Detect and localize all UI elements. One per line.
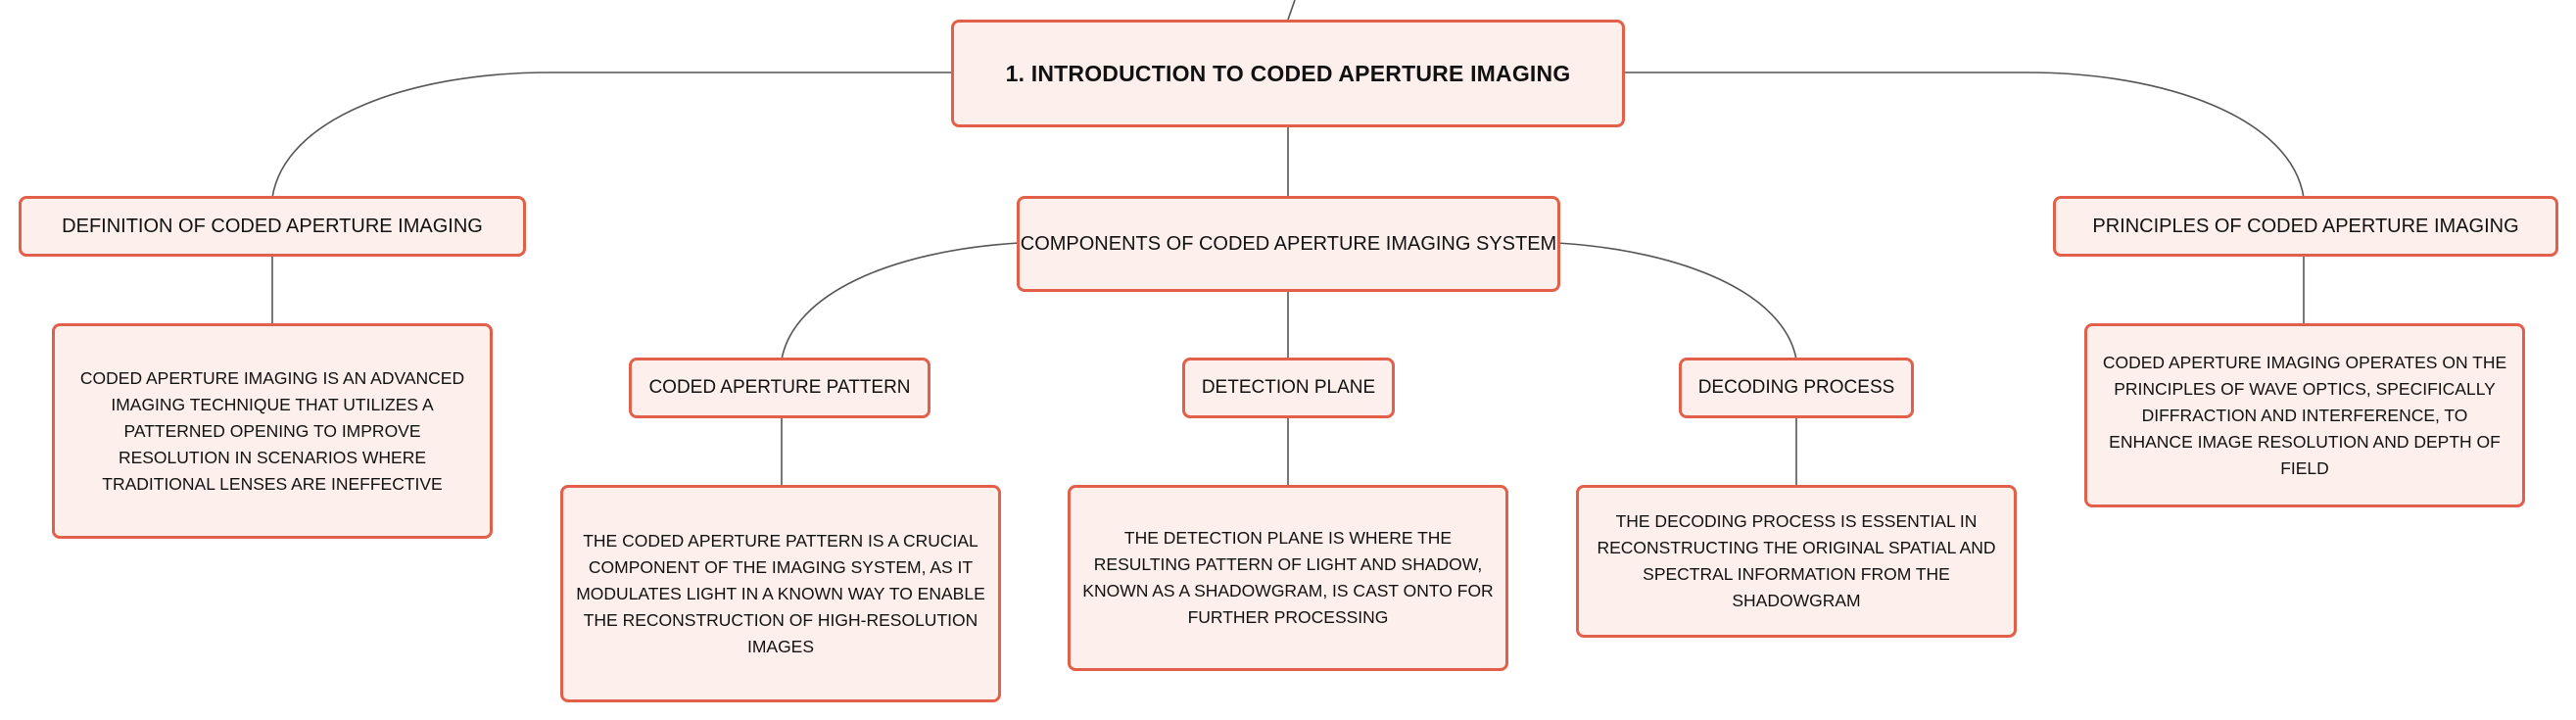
definition-description-node[interactable]: CODED APERTURE IMAGING IS AN ADVANCED IM… (52, 323, 493, 539)
coded-aperture-pattern-description-text: THE CODED APERTURE PATTERN IS A CRUCIAL … (576, 530, 985, 656)
decoding-process-description-text: THE DECODING PROCESS IS ESSENTIAL IN REC… (1597, 511, 1996, 610)
detection-plane-description-text: THE DETECTION PLANE IS WHERE THE RESULTI… (1082, 528, 1494, 627)
root-topic-node[interactable]: 1. INTRODUCTION TO CODED APERTURE IMAGIN… (951, 20, 1625, 127)
definition-topic-title: DEFINITION OF CODED APERTURE IMAGING (62, 215, 483, 237)
principles-description-text: CODED APERTURE IMAGING OPERATES ON THE P… (2102, 352, 2507, 478)
detection-plane-node[interactable]: DETECTION PLANE (1182, 358, 1395, 418)
components-topic-node[interactable]: COMPONENTS OF CODED APERTURE IMAGING SYS… (1017, 196, 1560, 292)
definition-topic-node[interactable]: DEFINITION OF CODED APERTURE IMAGING (19, 196, 526, 257)
detection-plane-description-node[interactable]: THE DETECTION PLANE IS WHERE THE RESULTI… (1068, 485, 1508, 671)
components-topic-title: COMPONENTS OF CODED APERTURE IMAGING SYS… (1020, 232, 1557, 255)
connector-components-decoding (1556, 242, 1797, 360)
decoding-process-description-node[interactable]: THE DECODING PROCESS IS ESSENTIAL IN REC… (1576, 485, 2017, 638)
principles-topic-node[interactable]: PRINCIPLES OF CODED APERTURE IMAGING (2053, 196, 2558, 257)
root-topic-title: 1. INTRODUCTION TO CODED APERTURE IMAGIN… (1005, 60, 1571, 86)
definition-description-text: CODED APERTURE IMAGING IS AN ADVANCED IM… (79, 367, 465, 494)
connector-components-pattern (781, 242, 1020, 360)
decoding-process-node[interactable]: DECODING PROCESS (1679, 358, 1914, 418)
coded-aperture-pattern-node[interactable]: CODED APERTURE PATTERN (629, 358, 930, 418)
coded-aperture-pattern-title: CODED APERTURE PATTERN (648, 377, 911, 398)
connector-root-definition (271, 72, 951, 199)
principles-topic-title: PRINCIPLES OF CODED APERTURE IMAGING (2092, 215, 2519, 237)
connector-incoming-root (1287, 0, 1296, 21)
decoding-process-title: DECODING PROCESS (1697, 377, 1895, 398)
coded-aperture-pattern-description-node[interactable]: THE CODED APERTURE PATTERN IS A CRUCIAL … (560, 485, 1001, 702)
principles-description-node[interactable]: CODED APERTURE IMAGING OPERATES ON THE P… (2084, 323, 2525, 507)
detection-plane-title: DETECTION PLANE (1201, 377, 1376, 398)
connector-root-principles (1625, 72, 2305, 199)
